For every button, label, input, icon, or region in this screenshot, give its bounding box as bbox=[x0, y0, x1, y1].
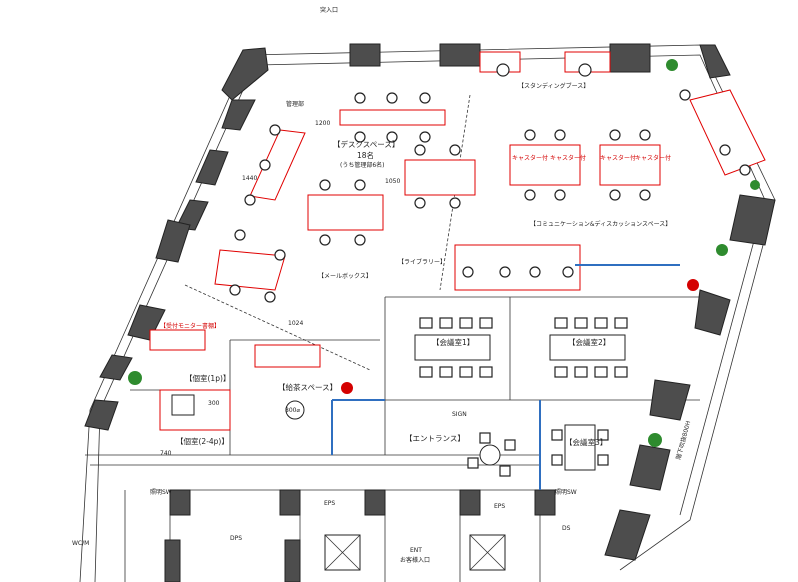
dim-800: 800⌀ bbox=[285, 407, 300, 414]
entrance-label: 【エントランス】 bbox=[405, 434, 465, 443]
glass-partitions bbox=[331, 264, 680, 490]
dim-300: 300 bbox=[208, 400, 220, 407]
private-room-24p-label: 【個室(2-4p)】 bbox=[176, 436, 229, 446]
meeting-room-3-label: 【会議室3】 bbox=[565, 437, 607, 447]
dps-label: DPS bbox=[230, 535, 242, 542]
guest-entrance-label: お客様入口 bbox=[400, 556, 430, 564]
eps-label-1: EPS bbox=[324, 500, 335, 507]
desk-space-furniture bbox=[149, 51, 766, 431]
ent-label: ENT bbox=[410, 547, 422, 554]
caster-label-1: キャスター付 bbox=[512, 154, 548, 162]
ds-label: DS bbox=[562, 525, 571, 532]
plants bbox=[128, 59, 760, 447]
switch-label-1: 照明SW bbox=[150, 489, 172, 496]
desk-sub-label: (うち管理部6名) bbox=[340, 161, 385, 169]
caster-label-2: キャスター付 bbox=[550, 154, 586, 162]
dim-740: 740 bbox=[160, 450, 172, 457]
dim-1050: 1050 bbox=[385, 178, 400, 185]
sign-label: SIGN bbox=[452, 411, 467, 418]
vertical-note: 階下吹抜800H bbox=[674, 420, 692, 461]
switch-label-2: 照明SW bbox=[555, 489, 577, 496]
dim-1200: 1200 bbox=[315, 120, 330, 127]
fire-extinguishers bbox=[341, 279, 699, 394]
library-label: 【ライブラリー】 bbox=[398, 258, 446, 266]
staff-entrance-label: 突入口 bbox=[320, 6, 338, 14]
desk-space-label: 【デスクスペース】 bbox=[333, 139, 399, 149]
mailbox-label: 【メールボックス】 bbox=[318, 272, 372, 280]
chairs bbox=[229, 63, 751, 303]
admin-label: 管理部 bbox=[286, 100, 304, 108]
elevators bbox=[324, 534, 506, 571]
meeting-furniture bbox=[171, 317, 628, 477]
meeting-room-1-label: 【会議室1】 bbox=[432, 337, 474, 347]
caster-label-3: キャスター付 bbox=[600, 154, 636, 162]
meeting-room-2-label: 【会議室2】 bbox=[568, 337, 610, 347]
eps-label-2: EPS bbox=[494, 503, 505, 510]
comm-space-label: 【コミュニケーション&ディスカッションスペース】 bbox=[530, 220, 671, 228]
pantry-label: 【給茶スペース】 bbox=[278, 382, 337, 392]
monitor-label: 【受付モニター書棚】 bbox=[160, 322, 220, 330]
dim-1024: 1024 bbox=[288, 320, 303, 327]
desk-count-label: 18名 bbox=[357, 150, 374, 160]
room-labels: 突入口 管理部 【デスクスペース】 18名 (うち管理部6名) 【スタンディング… bbox=[72, 6, 692, 564]
private-room-1p-label: 【個室(1p)】 bbox=[185, 373, 230, 383]
dim-1440: 1440 bbox=[242, 175, 257, 182]
wc-label: WC/M bbox=[72, 540, 89, 547]
caster-label-4: キャスター付 bbox=[635, 154, 671, 162]
walls bbox=[84, 43, 776, 582]
standing-booth-label: 【スタンディングブース】 bbox=[518, 82, 589, 90]
